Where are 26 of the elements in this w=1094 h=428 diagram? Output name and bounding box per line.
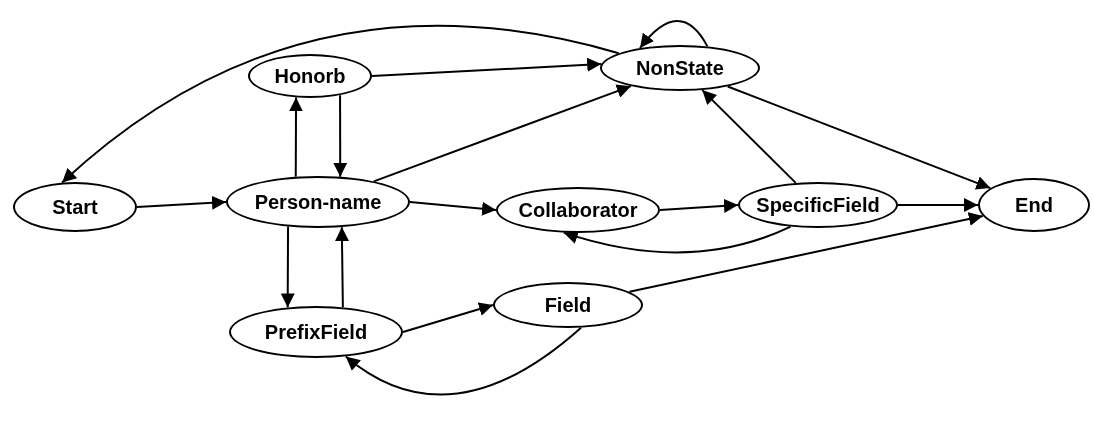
arrow: [289, 96, 303, 178]
arrow: [280, 225, 295, 309]
arrow: [61, 25, 620, 184]
arrow: [335, 226, 349, 309]
arrow: [726, 85, 992, 190]
arrow: [402, 302, 494, 333]
state-label: SpecificField: [756, 193, 880, 217]
state-label: End: [1015, 193, 1053, 217]
state-label: Person-name: [254, 190, 382, 214]
state-label: NonState: [636, 56, 724, 80]
arrow: [701, 89, 797, 184]
arrow: [562, 225, 792, 254]
state-label: Collaborator: [518, 198, 638, 222]
state-ellipse: [978, 178, 1090, 232]
state-label: Honorb: [274, 64, 346, 88]
arrow: [372, 84, 632, 183]
state-label: Field: [544, 293, 592, 317]
state-ellipse: [248, 54, 372, 98]
state-label: Start: [52, 195, 98, 219]
state-label: PrefixField: [264, 320, 368, 344]
arrow: [628, 212, 984, 293]
arrow: [897, 198, 979, 212]
arrow: [409, 201, 497, 216]
arrow: [659, 198, 739, 213]
arrow: [344, 326, 582, 396]
arrow: [136, 195, 227, 210]
